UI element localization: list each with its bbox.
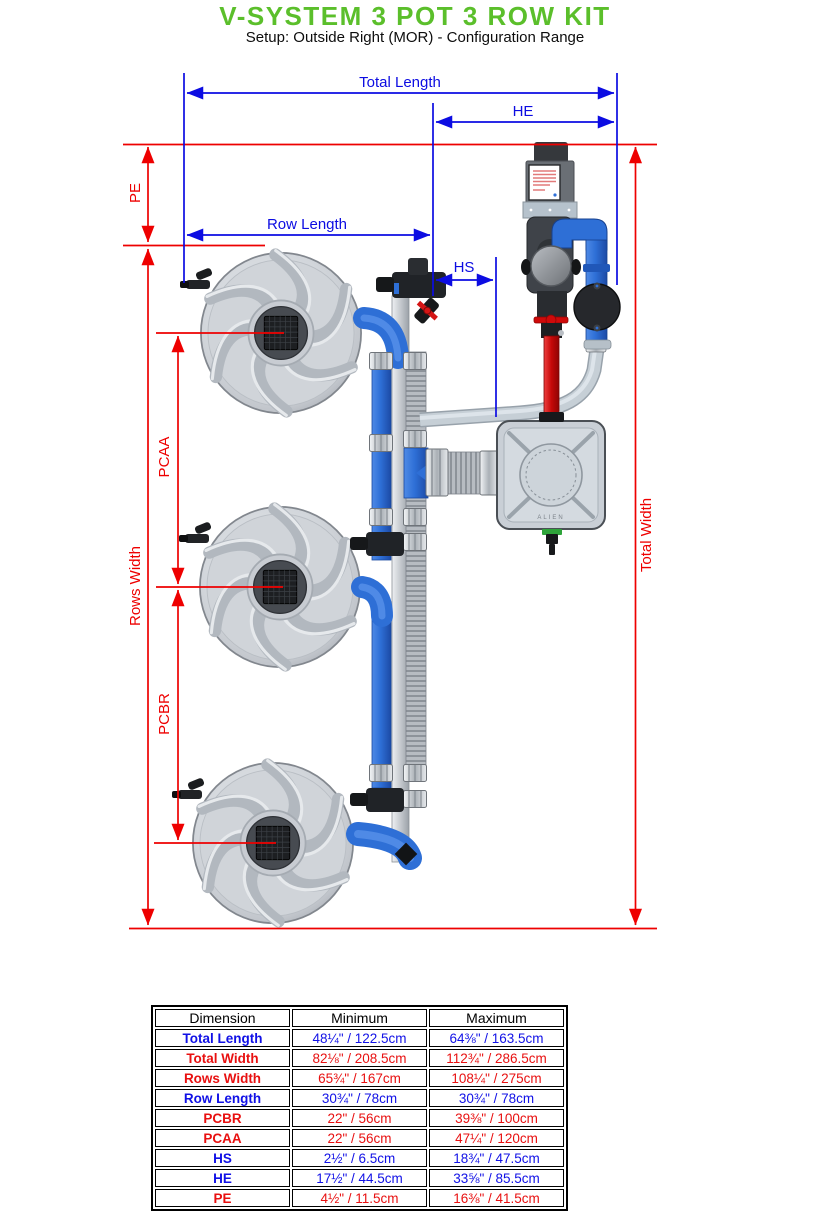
dim-max: 30¾" / 78cm	[429, 1089, 564, 1107]
dim-min: 22" / 56cm	[292, 1129, 427, 1147]
dim-min: 4½" / 11.5cm	[292, 1189, 427, 1207]
table-header-row: Dimension Minimum Maximum	[155, 1009, 564, 1027]
dimension-red	[123, 143, 657, 926]
dim-max: 112¾" / 286.5cm	[429, 1049, 564, 1067]
dim-name: HE	[155, 1169, 290, 1187]
dim-max: 108¼" / 275cm	[429, 1069, 564, 1087]
label-pe: PE	[127, 183, 144, 203]
tank-hose	[425, 448, 499, 497]
page-subtitle: Setup: Outside Right (MOR) - Configurati…	[245, 29, 585, 46]
dim-max: 47¼" / 120cm	[429, 1129, 564, 1147]
manifold-column	[346, 258, 446, 870]
return-hose	[419, 341, 607, 428]
dim-name: Row Length	[155, 1089, 290, 1107]
dim-name: Rows Width	[155, 1069, 290, 1087]
label-pcbr: PCBR	[156, 693, 173, 735]
dim-name: PE	[155, 1189, 290, 1207]
label-row-length: Row Length	[267, 216, 347, 233]
system-diagram: ALIEN	[123, 73, 657, 1000]
dim-name: Total Width	[155, 1049, 290, 1067]
dim-min: 65¾" / 167cm	[292, 1069, 427, 1087]
dim-min: 22" / 56cm	[292, 1109, 427, 1127]
drip-valve-icon	[414, 297, 439, 324]
label-pcaa: PCAA	[156, 437, 173, 478]
dim-max: 64⅜" / 163.5cm	[429, 1029, 564, 1047]
dim-min: 82⅛" / 208.5cm	[292, 1049, 427, 1067]
page-title: V-SYSTEM 3 POT 3 ROW KIT	[219, 1, 611, 31]
table-header-minimum: Minimum	[292, 1009, 427, 1027]
label-total-width: Total Width	[638, 498, 655, 572]
dim-min: 17½" / 44.5cm	[292, 1169, 427, 1187]
dimension-blue	[183, 73, 618, 417]
pump-assembly	[521, 142, 621, 422]
dim-name: PCBR	[155, 1109, 290, 1127]
dim-name: Total Length	[155, 1029, 290, 1047]
label-total-length: Total Length	[359, 74, 441, 91]
table-header-maximum: Maximum	[429, 1009, 564, 1027]
dim-name: HS	[155, 1149, 290, 1167]
reservoir-tank: ALIEN	[496, 420, 606, 555]
dim-max: 39⅜" / 100cm	[429, 1109, 564, 1127]
label-he: HE	[513, 103, 534, 120]
label-rows-width: Rows Width	[127, 546, 144, 626]
dim-min: 2½" / 6.5cm	[292, 1149, 427, 1167]
dim-max: 18¾" / 47.5cm	[429, 1149, 564, 1167]
tank-brand-label: ALIEN	[537, 515, 564, 521]
dim-min: 30¾" / 78cm	[292, 1089, 427, 1107]
dim-name: PCAA	[155, 1129, 290, 1147]
dim-max: 33⅝" / 85.5cm	[429, 1169, 564, 1187]
dim-min: 48¼" / 122.5cm	[292, 1029, 427, 1047]
dim-max: 16⅜" / 41.5cm	[429, 1189, 564, 1207]
table-header-dimension: Dimension	[155, 1009, 290, 1027]
label-hs: HS	[454, 259, 475, 276]
